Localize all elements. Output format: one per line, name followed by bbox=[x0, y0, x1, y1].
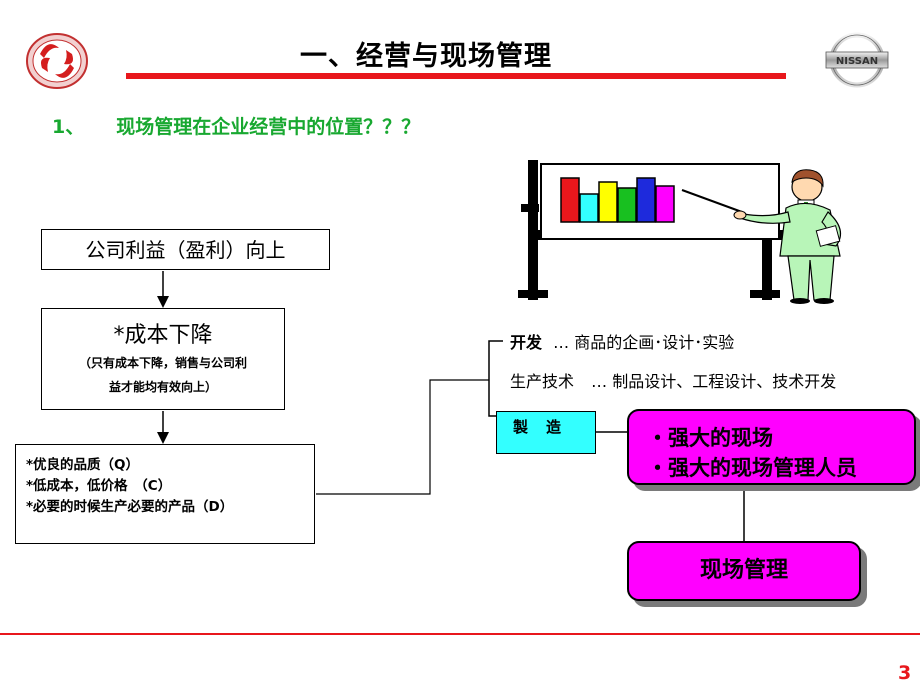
slide-title: 一、经营与现场管理 bbox=[300, 41, 552, 72]
cost-reduction-note-line2: 益才能均有效向上） bbox=[108, 380, 217, 394]
section-heading: 1、 现场管理在企业经营中的位置？？？ bbox=[52, 112, 420, 139]
qcd-box: *优良的品质（Q） *低成本，低价格 （C） *必要的时候生产必要的产品（D） bbox=[15, 444, 315, 544]
page-number: 3 bbox=[898, 662, 912, 684]
illustration-bar bbox=[579, 193, 599, 223]
strong-manager-item: ・强大的现场管理人员 bbox=[647, 456, 857, 480]
illustration-bar bbox=[598, 181, 618, 223]
svg-text:NISSAN: NISSAN bbox=[836, 56, 878, 67]
cost-reduction-note-line1: （只有成本下降，销售与公司利 bbox=[78, 356, 247, 370]
dev-label: 开发 bbox=[510, 333, 543, 352]
process-development: 开发 … 商品的企画･设计･实验 bbox=[510, 329, 734, 353]
nissan-logo: NISSAN bbox=[824, 32, 890, 88]
profit-box: 公司利益（盈利）向上 bbox=[41, 229, 330, 270]
illustration-bar bbox=[655, 185, 675, 223]
illustration-bar bbox=[636, 177, 656, 223]
chart-bars bbox=[560, 177, 675, 223]
illustration-bar bbox=[560, 177, 580, 223]
qcd-quality: *优良的品质（Q） bbox=[26, 457, 140, 473]
strong-onsite-item: ・强大的现场 bbox=[647, 426, 773, 450]
dev-desc: … 商品的企画･设计･实验 bbox=[553, 333, 735, 352]
cost-reduction-box: *成本下降 （只有成本下降，销售与公司利 益才能均有效向上） bbox=[41, 308, 285, 410]
cost-reduction-label: *成本下降 bbox=[113, 323, 213, 348]
footer-rule bbox=[0, 633, 920, 635]
manufacturing-box: 製造 bbox=[496, 411, 596, 454]
onsite-management-box: 现场管理 bbox=[627, 541, 861, 601]
dongfeng-logo bbox=[26, 32, 88, 90]
prod-desc: … 制品设计、工程设计、技术开发 bbox=[591, 372, 837, 391]
section-text: 现场管理在企业经营中的位置？？？ bbox=[116, 116, 421, 138]
qcd-delivery: *必要的时候生产必要的产品（D） bbox=[26, 499, 234, 515]
qcd-cost: *低成本，低价格 （C） bbox=[26, 478, 172, 494]
presenter-illustration bbox=[518, 160, 858, 305]
illustration-bar bbox=[617, 187, 637, 223]
prod-label: 生产技术 bbox=[510, 372, 575, 391]
title-underline bbox=[126, 73, 786, 79]
section-number: 1、 bbox=[52, 116, 85, 138]
strong-onsite-box: ・强大的现场 ・强大的现场管理人员 bbox=[627, 409, 916, 485]
process-production-tech: 生产技术 … 制品设计、工程设计、技术开发 bbox=[510, 368, 836, 392]
